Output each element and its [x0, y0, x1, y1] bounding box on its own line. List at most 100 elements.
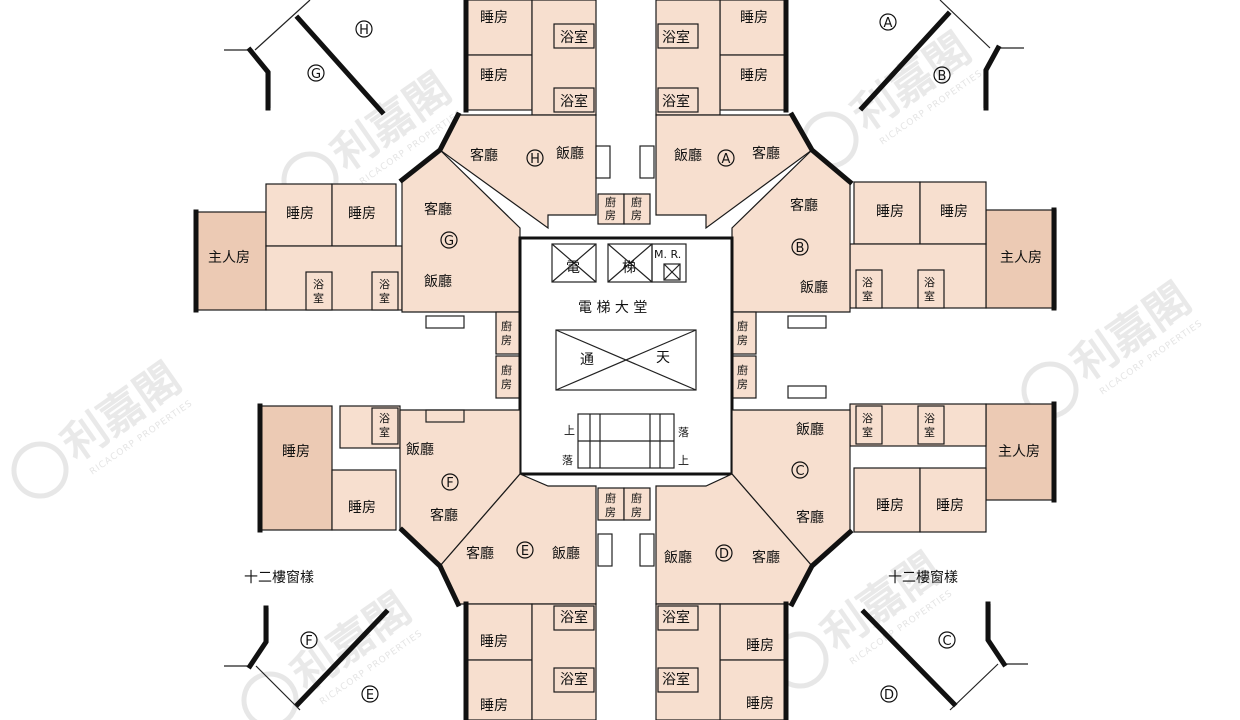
label-dining: 飯廳 [552, 545, 580, 562]
bath-a1 [657, 23, 699, 49]
kitchens-top: 廚 房 廚 房 [597, 193, 651, 225]
label-lift: 電 [566, 260, 580, 276]
bedroom-h1 [465, 0, 533, 56]
svg-text:廚: 廚 [501, 363, 512, 377]
label-dining: 飯廳 [674, 147, 702, 164]
label-bedroom: 睡房 [480, 10, 508, 26]
label-living: 客廳 [752, 549, 780, 566]
unit-label: A [722, 152, 731, 167]
label-bedroom: 睡房 [746, 638, 774, 654]
svg-text:浴: 浴 [924, 412, 935, 425]
bay-window-bottom-left: F E [224, 605, 390, 711]
unit-h-top: 睡房 睡房 浴室 浴室 客廳 飯廳 H [439, 0, 611, 230]
label-bedroom: 睡房 [480, 698, 508, 714]
unit-label: G [444, 234, 454, 249]
bedroom-c2 [919, 467, 987, 533]
bedroom-d1 [719, 603, 787, 661]
label-bathroom: 浴室 [560, 93, 588, 110]
label-bathroom: 浴室 [662, 609, 690, 626]
label-bedroom: 睡房 [936, 498, 964, 514]
label-machine-room: M. R. [654, 248, 681, 261]
svg-text:浴: 浴 [379, 412, 390, 425]
svg-text:G: G [311, 67, 321, 82]
svg-text:浴: 浴 [862, 412, 873, 425]
label-bedroom: 睡房 [286, 206, 314, 222]
label-bathroom: 浴室 [662, 671, 690, 688]
svg-text:房: 房 [631, 506, 642, 519]
label-dining: 飯廳 [406, 441, 434, 458]
label-lightwell: 通 [580, 352, 594, 368]
label-bathroom: 浴室 [662, 29, 690, 46]
label-dining: 飯廳 [664, 549, 692, 566]
svg-text:廚: 廚 [605, 195, 616, 209]
label-bedroom: 睡房 [876, 498, 904, 514]
svg-text:H: H [359, 23, 369, 38]
label-living: 客廳 [796, 509, 824, 526]
bedroom-f1 [259, 405, 333, 531]
label-lift: 梯 [622, 260, 636, 276]
label-living: 客廳 [466, 545, 494, 562]
svg-text:浴: 浴 [379, 278, 390, 291]
svg-text:房: 房 [605, 506, 616, 519]
unit-f: 睡房 睡房 浴 室 飯廳 客廳 F [259, 405, 521, 567]
label-dining: 飯廳 [424, 273, 452, 290]
svg-text:室: 室 [924, 289, 935, 303]
label-master: 主人房 [998, 444, 1040, 460]
svg-text:廚: 廚 [631, 195, 642, 209]
svg-text:浴: 浴 [313, 278, 324, 291]
bedroom-a1 [719, 0, 787, 56]
svg-text:E: E [366, 688, 374, 703]
svg-text:廚: 廚 [737, 319, 748, 333]
label-bedroom: 睡房 [282, 444, 310, 460]
svg-text:C: C [942, 634, 951, 649]
label-bathroom: 浴室 [560, 29, 588, 46]
master-bedroom-c [985, 403, 1055, 501]
unit-label: C [795, 464, 804, 479]
svg-text:F: F [305, 634, 312, 649]
unit-b: 主人房 睡房 睡房 浴 室 浴 室 客廳 飯廳 B [731, 149, 1057, 329]
label-bedroom: 睡房 [746, 696, 774, 712]
label-bathroom: 浴室 [560, 609, 588, 626]
bay-window-note-right: 十二樓窗樣 [888, 569, 958, 586]
bedroom-b1 [853, 181, 921, 245]
label-stair: 落 [562, 454, 573, 467]
svg-text:A: A [884, 16, 893, 31]
unit-e: 客廳 飯廳 E 睡房 睡房 浴室 浴室 [439, 473, 613, 720]
svg-text:房: 房 [737, 378, 748, 391]
svg-text:室: 室 [862, 289, 873, 303]
label-bedroom: 睡房 [740, 68, 768, 84]
label-living: 客廳 [424, 201, 452, 218]
bedroom-e2 [465, 659, 533, 720]
bedroom-c1 [853, 467, 921, 533]
svg-text:廚: 廚 [631, 491, 642, 505]
svg-text:房: 房 [737, 334, 748, 347]
label-dining: 飯廳 [800, 279, 828, 296]
unit-label: F [446, 476, 453, 491]
watermark: 利嘉閣 RICACORP PROPERTIES [11, 353, 195, 499]
unit-a-top: 睡房 睡房 浴室 浴室 飯廳 客廳 A [639, 0, 813, 230]
svg-text:房: 房 [501, 334, 512, 347]
svg-text:房: 房 [605, 209, 616, 222]
bath-h1 [553, 23, 595, 49]
label-bedroom: 睡房 [876, 204, 904, 220]
central-core: 電 梯 M. R. 電 梯 大 堂 通 天 上 落 落 上 [518, 236, 734, 476]
bath-h2 [553, 87, 595, 113]
label-living: 客廳 [790, 197, 818, 214]
svg-text:浴: 浴 [862, 276, 873, 289]
svg-text:房: 房 [631, 209, 642, 222]
unit-label: E [521, 544, 529, 559]
label-lift-lobby: 電 梯 大 堂 [578, 300, 647, 316]
label-stair: 上 [564, 424, 575, 437]
svg-text:房: 房 [501, 378, 512, 391]
unit-label: H [530, 152, 540, 167]
label-dining: 飯廳 [556, 145, 584, 162]
label-master: 主人房 [1000, 250, 1042, 266]
bay-window-note-left: 十二樓窗樣 [244, 569, 314, 586]
unit-label: D [719, 547, 729, 562]
label-dining: 飯廳 [796, 421, 824, 438]
label-master: 主人房 [208, 250, 250, 266]
unit-d: 飯廳 客廳 D 睡房 睡房 浴室 浴室 [639, 473, 813, 720]
bay-window-top-right: A B [858, 0, 1024, 112]
svg-text:室: 室 [924, 425, 935, 439]
